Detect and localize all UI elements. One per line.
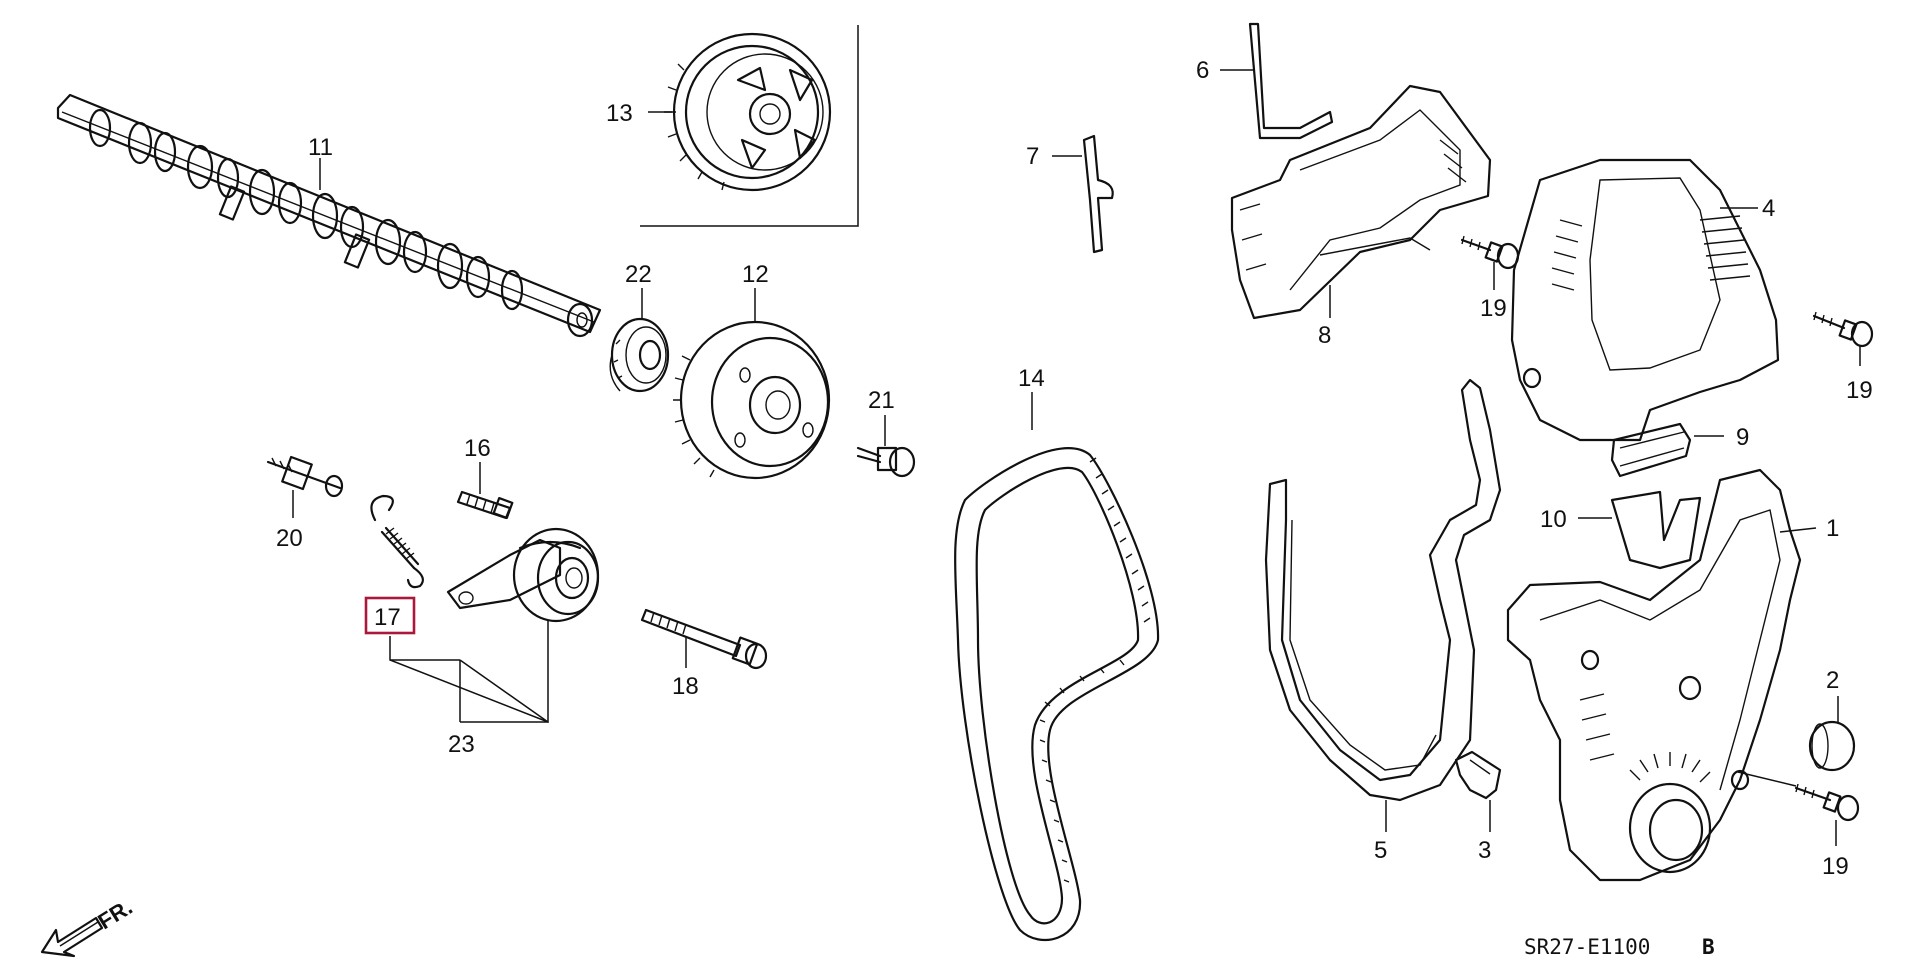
callout-20: 20 [276,525,303,552]
bolt-part-18[interactable] [640,608,768,670]
callout-18: 18 [672,673,699,700]
callout-22: 22 [625,261,652,288]
bolt-part-19-a[interactable] [1460,235,1520,290]
callout-7: 7 [1026,143,1039,170]
callout-23: 23 [448,731,475,758]
bracket-23 [389,620,549,724]
seal-part-5[interactable] [1264,378,1502,832]
timing-belt-part-14[interactable] [954,392,1160,942]
callout-13: 13 [606,100,633,127]
diagram-code: SR27-E1100 [1524,935,1650,959]
lower-cover-part-1[interactable] [1506,468,1817,882]
tensioner-spring-part-17[interactable] [370,494,424,589]
callout-8: 8 [1318,322,1331,349]
callout-3: 3 [1478,837,1491,864]
callout-12: 12 [742,261,769,288]
callout-21: 21 [868,387,895,414]
bolt-part-19-b[interactable] [1812,311,1874,366]
callout-19-b: 19 [1846,377,1873,404]
callout-16: 16 [464,435,491,462]
stud-bolt-part-20[interactable] [266,455,344,518]
seal-part-10[interactable] [1578,490,1702,570]
callout-5: 5 [1374,837,1387,864]
cap-part-2[interactable] [1808,696,1856,772]
clip-part-7[interactable] [1052,134,1114,254]
callout-17-highlight-box [364,596,416,635]
bolt-part-19-c[interactable] [1737,771,1860,846]
back-cover-part-8[interactable] [1230,84,1492,320]
camshaft-pulley-part-13[interactable] [640,25,859,227]
callout-6: 6 [1196,57,1209,84]
callout-1: 1 [1826,515,1839,542]
callout-14: 14 [1018,365,1045,392]
callout-10: 10 [1540,506,1567,533]
timing-pulley-part-12[interactable] [673,288,831,480]
timing-belt-tensioner-part-23[interactable] [446,527,600,623]
callout-17: 17 [374,604,401,631]
bolt-part-21[interactable] [856,415,916,478]
seal-strip-part-6[interactable] [1220,22,1334,140]
clip-part-3[interactable] [1454,750,1502,832]
callout-11: 11 [308,134,333,161]
callout-4: 4 [1762,195,1775,222]
oil-seal-part-22[interactable] [609,288,670,393]
front-direction-arrow-icon [40,916,104,958]
stud-part-16[interactable] [456,462,514,520]
camshaft-part-11[interactable] [56,93,602,338]
seal-part-9[interactable] [1610,422,1724,478]
callout-19-c: 19 [1822,853,1849,880]
upper-cover-part-4[interactable] [1510,158,1780,442]
callout-9: 9 [1736,424,1749,451]
diagram-code-suffix: B [1702,935,1715,959]
callout-2: 2 [1826,667,1839,694]
callout-19-a: 19 [1480,295,1507,322]
